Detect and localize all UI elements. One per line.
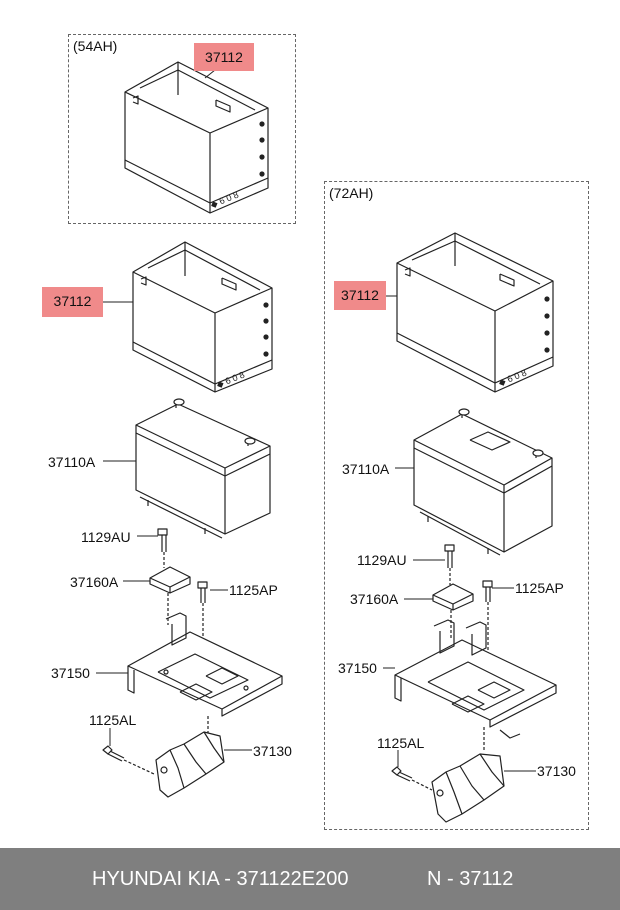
part-label-37110a-right[interactable]: 37110A xyxy=(342,461,390,477)
bracket-37130-left-drawing xyxy=(155,731,225,798)
part-label-1125al-right[interactable]: 1125AL xyxy=(377,735,425,751)
part-label-1125ap-right[interactable]: 1125AP xyxy=(515,580,564,596)
part-label-1125al-left[interactable]: 1125AL xyxy=(89,712,137,728)
bolt-1125al-right-drawing xyxy=(391,766,433,791)
part-label-37150-right[interactable]: 37150 xyxy=(338,660,377,676)
tray-37150-left-drawing xyxy=(127,612,283,740)
bolt-1129au-right-drawing xyxy=(444,544,455,585)
clamp-37160a-right-drawing xyxy=(432,583,474,640)
footer-bar: HYUNDAI KIA - 371122E200 N - 37112 xyxy=(0,848,620,910)
part-label-37110a-left[interactable]: 37110A xyxy=(48,454,96,470)
group-54ah-box xyxy=(68,34,296,224)
bolt-1125ap-left-drawing xyxy=(197,581,208,668)
battery-box-72ah-drawing: ◆ 6 0 8 xyxy=(396,232,554,393)
part-label-37130-left[interactable]: 37130 xyxy=(253,743,292,759)
bolt-1125ap-right-drawing xyxy=(482,580,493,665)
part-label-37160a-left[interactable]: 37160A xyxy=(70,574,119,590)
clamp-37160a-left-drawing xyxy=(149,566,191,625)
part-label-37160a-right[interactable]: 37160A xyxy=(350,591,399,607)
group-54ah-label: (54AH) xyxy=(73,38,118,54)
group-72ah-box xyxy=(324,181,589,830)
part-label-37150-left[interactable]: 37150 xyxy=(51,665,90,681)
part-label-37130-right[interactable]: 37130 xyxy=(537,763,576,779)
part-label-37112-54ah[interactable]: 37112 xyxy=(194,43,254,71)
parts-diagram: ◆ 6 0 8 ◆ 6 0 8 xyxy=(96,61,557,823)
part-label-1129au-right[interactable]: 1129AU xyxy=(357,552,407,568)
battery-box-left-drawing: ◆ 6 0 8 xyxy=(132,241,273,393)
leader-lines xyxy=(96,69,536,772)
battery-left-drawing xyxy=(135,398,271,539)
battery-box-54ah-drawing: ◆ 6 0 8 xyxy=(124,61,269,214)
bolt-1125al-left-drawing xyxy=(102,745,155,775)
battery-right-drawing xyxy=(413,408,553,556)
part-label-1129au-left[interactable]: 1129AU xyxy=(81,529,131,545)
group-72ah-label: (72AH) xyxy=(329,185,374,201)
footer-brand-part-number: HYUNDAI KIA - 371122E200 xyxy=(92,868,349,890)
bracket-37130-right-drawing xyxy=(431,753,505,823)
part-label-1125ap-left[interactable]: 1125AP xyxy=(229,582,278,598)
tray-37150-right-drawing xyxy=(394,619,557,752)
bolt-1129au-left-drawing xyxy=(157,528,168,568)
part-label-37112-left[interactable]: 37112 xyxy=(42,287,103,317)
footer-part-code: N - 37112 xyxy=(427,868,514,890)
part-label-37112-right[interactable]: 37112 xyxy=(334,281,386,310)
